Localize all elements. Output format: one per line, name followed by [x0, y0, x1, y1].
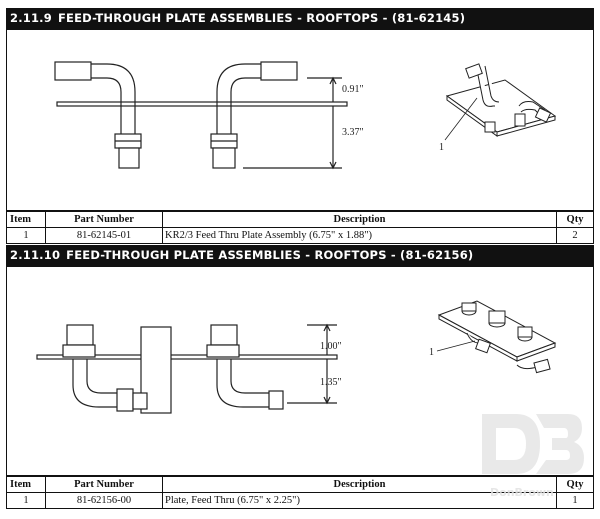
feed-through-diagram-1: 0.91" 3.37" 1	[54, 61, 557, 170]
section-title: FEED-THROUGH PLATE ASSEMBLIES - ROOFTOPS…	[57, 11, 466, 25]
section-number: 2.11.9	[10, 11, 52, 25]
plate-isometric-view	[437, 300, 557, 374]
qty-cell: 2	[556, 227, 594, 244]
description-cell: KR2/3 Feed Thru Plate Assembly (6.75" x …	[162, 227, 557, 244]
parts-table-1: Item Part Number Description Qty 1 81-62…	[6, 211, 594, 244]
dimension-label: 1.35"	[320, 377, 342, 388]
item-cell: 1	[6, 227, 46, 244]
column-header: Item	[6, 211, 46, 228]
section-header-2: 2.11.10 FEED-THROUGH PLATE ASSEMBLIES - R…	[6, 245, 594, 266]
column-header: Item	[6, 476, 46, 493]
part-number-cell: 81-62145-01	[45, 227, 163, 244]
dimension-label: 3.37"	[342, 127, 364, 138]
callout-label: 1	[429, 347, 434, 358]
column-header: Part Number	[45, 211, 163, 228]
qty-cell: 1	[556, 492, 594, 509]
section-header-1: 2.11.9 FEED-THROUGH PLATE ASSEMBLIES - RO…	[6, 8, 594, 29]
dimension-label: 1.00"	[320, 341, 342, 352]
db-logo-icon: DonBrown	[482, 414, 584, 499]
plate-isometric-view	[445, 63, 557, 137]
diagram-frame-1: 0.91" 3.37" 1	[6, 29, 594, 211]
plate-side-view	[56, 101, 348, 107]
watermark-text: DonBrown	[490, 486, 554, 499]
part-number-cell: 81-62156-00	[45, 492, 163, 509]
column-header: Qty	[556, 211, 594, 228]
table-row: 1 81-62145-01 KR2/3 Feed Thru Plate Asse…	[6, 227, 594, 244]
item-cell: 1	[6, 492, 46, 509]
table-header-row: Item Part Number Description Qty	[6, 476, 594, 493]
section-number: 2.11.10	[10, 248, 61, 262]
table-header-row: Item Part Number Description Qty	[6, 211, 594, 228]
plate-side-view	[36, 354, 338, 360]
parts-table-2: Item Part Number Description Qty 1 81-62…	[6, 476, 594, 509]
feed-through-diagram-2: 1.00" 1.35" 1	[36, 300, 557, 414]
column-header: Description	[162, 211, 557, 228]
column-header: Qty	[556, 476, 594, 493]
table-row: 1 81-62156-00 Plate, Feed Thru (6.75" x …	[6, 492, 594, 509]
callout-label: 1	[439, 142, 444, 153]
dimension-label: 0.91"	[342, 84, 364, 95]
section-title: FEED-THROUGH PLATE ASSEMBLIES - ROOFTOPS…	[66, 248, 474, 262]
column-header: Part Number	[45, 476, 163, 493]
